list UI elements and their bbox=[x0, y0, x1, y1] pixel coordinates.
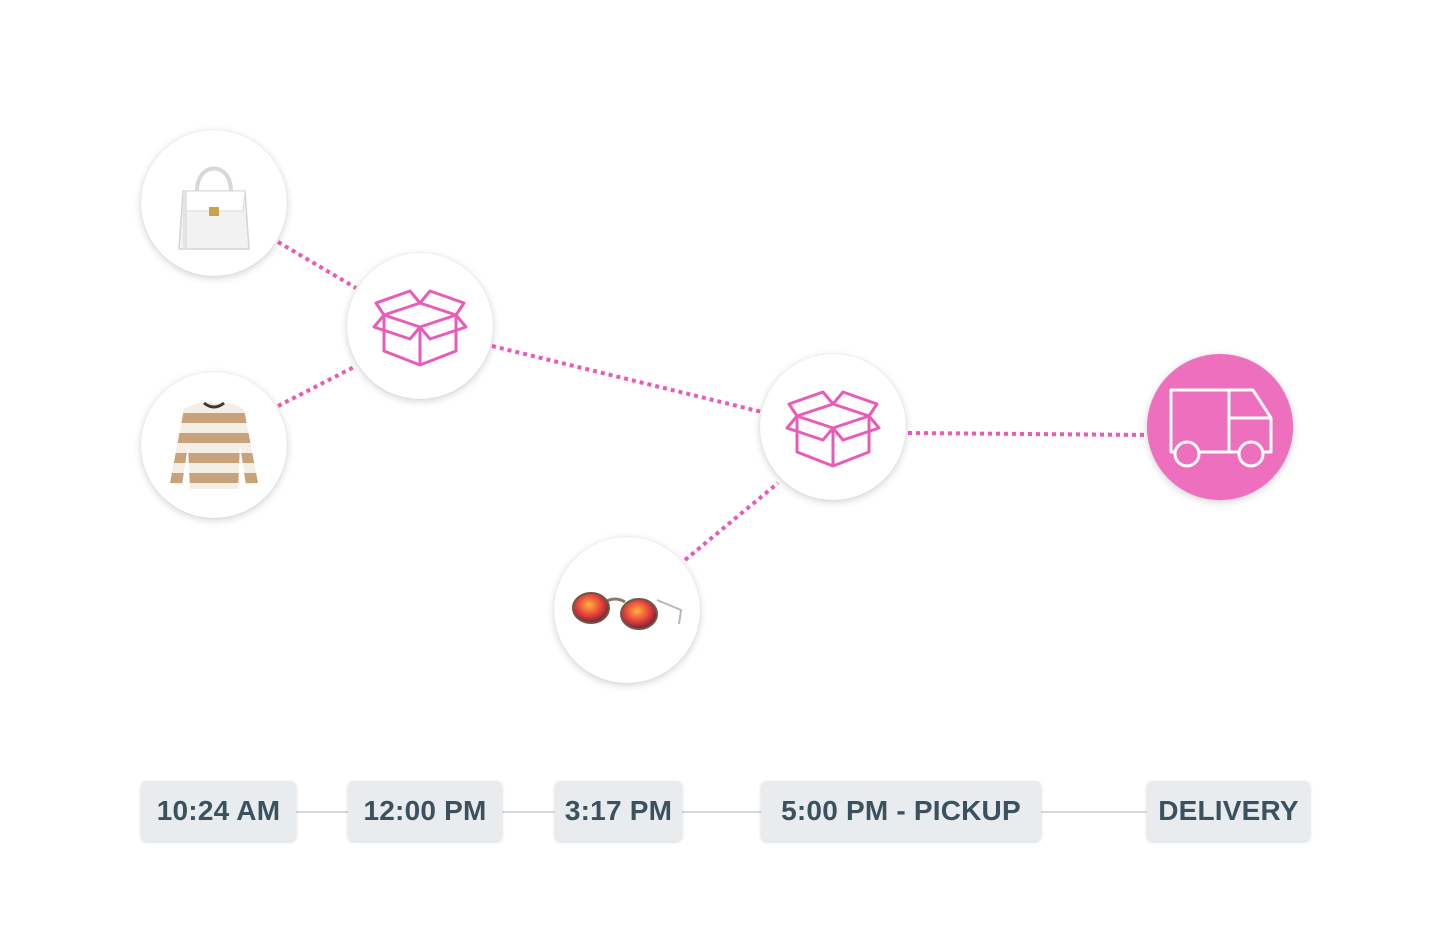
connector-sweater-box1 bbox=[277, 364, 357, 408]
node-sunglasses bbox=[554, 537, 700, 683]
timeline-chip-pickup: 5:00 PM - PICKUP bbox=[761, 781, 1041, 841]
node-package-1 bbox=[347, 253, 493, 399]
connector-handbag-box1 bbox=[276, 240, 358, 290]
timeline-chip-1200pm: 12:00 PM bbox=[348, 781, 502, 841]
node-handbag bbox=[141, 130, 287, 276]
sweater-icon bbox=[170, 401, 258, 489]
connector-box2-truck bbox=[907, 431, 1149, 437]
node-package-2 bbox=[760, 354, 906, 500]
package-box-icon bbox=[785, 390, 881, 468]
connector-sunglasses-box2 bbox=[683, 481, 780, 562]
package-box-icon bbox=[372, 289, 468, 367]
node-delivery-truck bbox=[1147, 354, 1293, 500]
handbag-icon bbox=[178, 166, 250, 250]
sunglasses-icon bbox=[572, 592, 683, 630]
timeline-chip-1024am: 10:24 AM bbox=[141, 781, 296, 841]
delivery-truck-icon bbox=[1169, 388, 1273, 468]
node-sweater bbox=[141, 372, 287, 518]
connector-box1-box2 bbox=[491, 344, 763, 414]
timeline-chip-317pm: 3:17 PM bbox=[555, 781, 682, 841]
timeline-chip-delivery: DELIVERY bbox=[1147, 781, 1310, 841]
